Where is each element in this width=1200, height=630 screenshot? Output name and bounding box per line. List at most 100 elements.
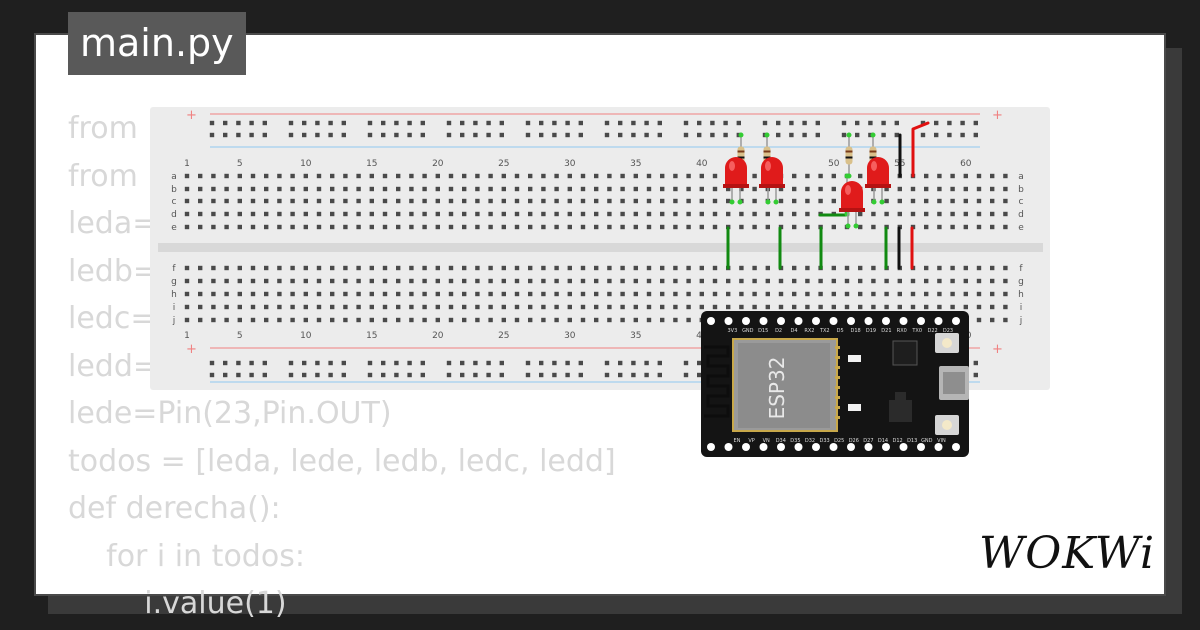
filename-tab[interactable]: main.py — [68, 12, 246, 75]
top-rail-plus-label: + — [992, 108, 1003, 123]
module-pad — [835, 366, 840, 369]
breadboard-hole — [369, 278, 374, 284]
breadboard-center-channel — [158, 243, 1043, 252]
breadboard-hole — [409, 317, 414, 323]
pin-dot — [737, 199, 743, 205]
antenna-trace — [704, 345, 730, 418]
breadboard-hole — [514, 265, 520, 271]
header-pin — [724, 317, 733, 325]
breadboard-hole — [686, 211, 691, 217]
pin-dot — [845, 223, 851, 229]
header-pin — [829, 317, 838, 325]
breadboard-hole — [356, 211, 361, 217]
breadboard-hole — [752, 211, 757, 217]
breadboard-hole — [976, 317, 982, 323]
breadboard-hole — [963, 186, 968, 192]
breadboard-hole — [462, 265, 467, 271]
rail-hole — [776, 120, 781, 126]
rail-hole — [723, 132, 728, 138]
rail-hole — [460, 120, 465, 126]
breadboard-hole — [567, 186, 572, 192]
breadboard-hole — [739, 291, 744, 297]
breadboard-hole — [567, 291, 572, 297]
breadboard-hole — [765, 265, 770, 271]
breadboard-hole — [224, 317, 229, 323]
rail-hole — [394, 120, 399, 126]
breadboard-hole — [330, 265, 335, 271]
breadboard-hole — [699, 278, 704, 284]
rail-hole — [604, 372, 610, 378]
rail-hole — [789, 132, 794, 138]
breadboard-hole — [514, 186, 520, 192]
breadboard-hole — [976, 224, 982, 230]
breadboard-hole — [514, 317, 520, 323]
breadboard-hole — [290, 198, 295, 204]
rail-hole — [618, 120, 623, 126]
breadboard-hole — [224, 224, 229, 230]
breadboard-hole — [343, 278, 348, 284]
breadboard-hole — [778, 304, 784, 310]
rail-hole — [446, 372, 452, 378]
led — [867, 157, 889, 186]
breadboard-hole — [580, 224, 586, 230]
breadboard-hole — [778, 291, 784, 297]
row-letter: j — [1019, 316, 1023, 326]
breadboard-hole — [501, 224, 506, 230]
led-rim — [865, 184, 891, 188]
breadboard-hole — [950, 224, 955, 230]
rail-hole — [249, 120, 254, 126]
breadboard-hole — [237, 198, 242, 204]
breadboard-hole — [184, 173, 190, 179]
breadboard-hole — [435, 278, 440, 284]
breadboard-hole — [396, 278, 401, 284]
breadboard-hole — [858, 291, 863, 297]
breadboard-hole — [673, 317, 678, 323]
breadboard-hole — [620, 317, 625, 323]
rail-hole — [565, 372, 570, 378]
rail-hole — [894, 120, 899, 126]
rail-hole — [657, 120, 662, 126]
breadboard-hole — [554, 186, 559, 192]
column-number: 5 — [237, 159, 243, 169]
breadboard-hole — [818, 304, 823, 310]
rail-hole — [367, 120, 373, 126]
rail-hole — [710, 132, 715, 138]
voltage-regulator — [889, 400, 912, 422]
breadboard-hole — [607, 304, 612, 310]
breadboard-hole — [897, 291, 902, 297]
breadboard-hole — [224, 278, 229, 284]
breadboard-hole — [792, 304, 797, 310]
breadboard-hole — [554, 211, 559, 217]
breadboard-hole — [396, 224, 401, 230]
header-pin — [934, 443, 943, 451]
resistor-band — [845, 156, 853, 159]
breadboard-hole — [184, 265, 190, 271]
rail-hole — [499, 360, 504, 366]
breadboard-hole — [422, 317, 427, 323]
code-line: def derecha(): — [68, 491, 281, 526]
rail-hole — [315, 372, 320, 378]
breadboard-hole — [382, 317, 388, 323]
breadboard-hole — [409, 265, 414, 271]
header-pin — [724, 443, 733, 451]
esp32-board[interactable]: D23D22TX0RX0D21D19D18D5TX2RX2D4D2D15GND3… — [701, 311, 969, 457]
breadboard-hole — [343, 198, 348, 204]
pin-label: D19 — [866, 328, 876, 334]
breadboard-hole — [211, 317, 216, 323]
row-letter: f — [1019, 264, 1023, 274]
breadboard-hole — [580, 211, 586, 217]
rail-hole — [328, 132, 333, 138]
voltage-regulator-tab — [895, 392, 906, 400]
breadboard-hole — [448, 211, 454, 217]
components — [723, 121, 930, 270]
breadboard-hole — [990, 186, 995, 192]
rail-hole — [565, 120, 570, 126]
breadboard-hole — [369, 211, 374, 217]
rail-hole — [288, 120, 294, 126]
breadboard-hole — [316, 211, 322, 217]
breadboard-hole — [580, 278, 586, 284]
resistor-band — [737, 156, 745, 159]
breadboard-hole — [541, 265, 546, 271]
breadboard-hole — [501, 198, 506, 204]
